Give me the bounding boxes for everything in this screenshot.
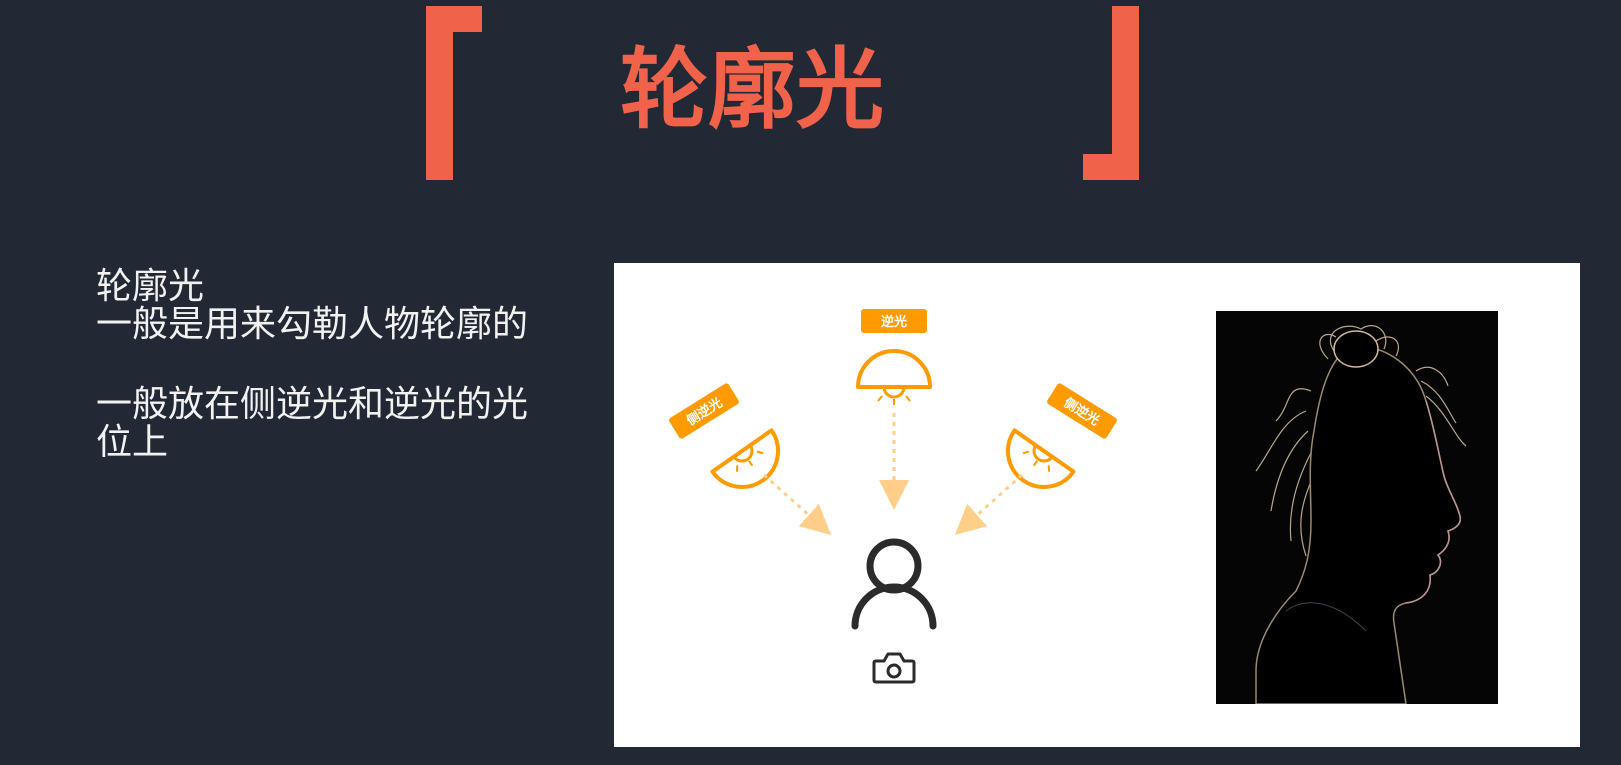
back-light-tag: 逆光	[861, 309, 927, 333]
title-bracket-left	[426, 6, 482, 180]
body-line: 轮廓光	[96, 266, 205, 307]
lamp-icon	[1006, 428, 1076, 489]
body-line: 位上	[96, 422, 169, 463]
body-line: 一般是用来勾勒人物轮廓的	[96, 304, 529, 345]
silhouette-photo	[1216, 311, 1498, 704]
right-side-back-light: 侧逆光	[954, 383, 1117, 535]
body-text: 轮廓光 一般是用来勾勒人物轮廓的 一般放在侧逆光和逆光的光 位上	[96, 268, 566, 462]
left-side-back-light-tag: 侧逆光	[669, 383, 739, 439]
body-line: 一般放在侧逆光和逆光的光	[96, 384, 529, 425]
camera-icon	[872, 652, 916, 684]
lamp-icon	[710, 428, 780, 489]
left-side-back-light: 侧逆光	[669, 383, 832, 535]
back-light-label: 逆光	[881, 314, 907, 330]
lamp-icon	[856, 349, 932, 405]
slide-title: 轮廓光	[620, 38, 885, 141]
lighting-diagram: 逆光 侧逆光	[669, 309, 1117, 684]
person-icon	[851, 538, 937, 630]
back-light: 逆光	[856, 309, 932, 510]
right-side-back-light-tag: 侧逆光	[1047, 383, 1117, 439]
silhouette-image	[1216, 311, 1498, 704]
title-bracket-right	[1083, 6, 1139, 180]
lighting-figure: 逆光 侧逆光	[614, 263, 1580, 747]
